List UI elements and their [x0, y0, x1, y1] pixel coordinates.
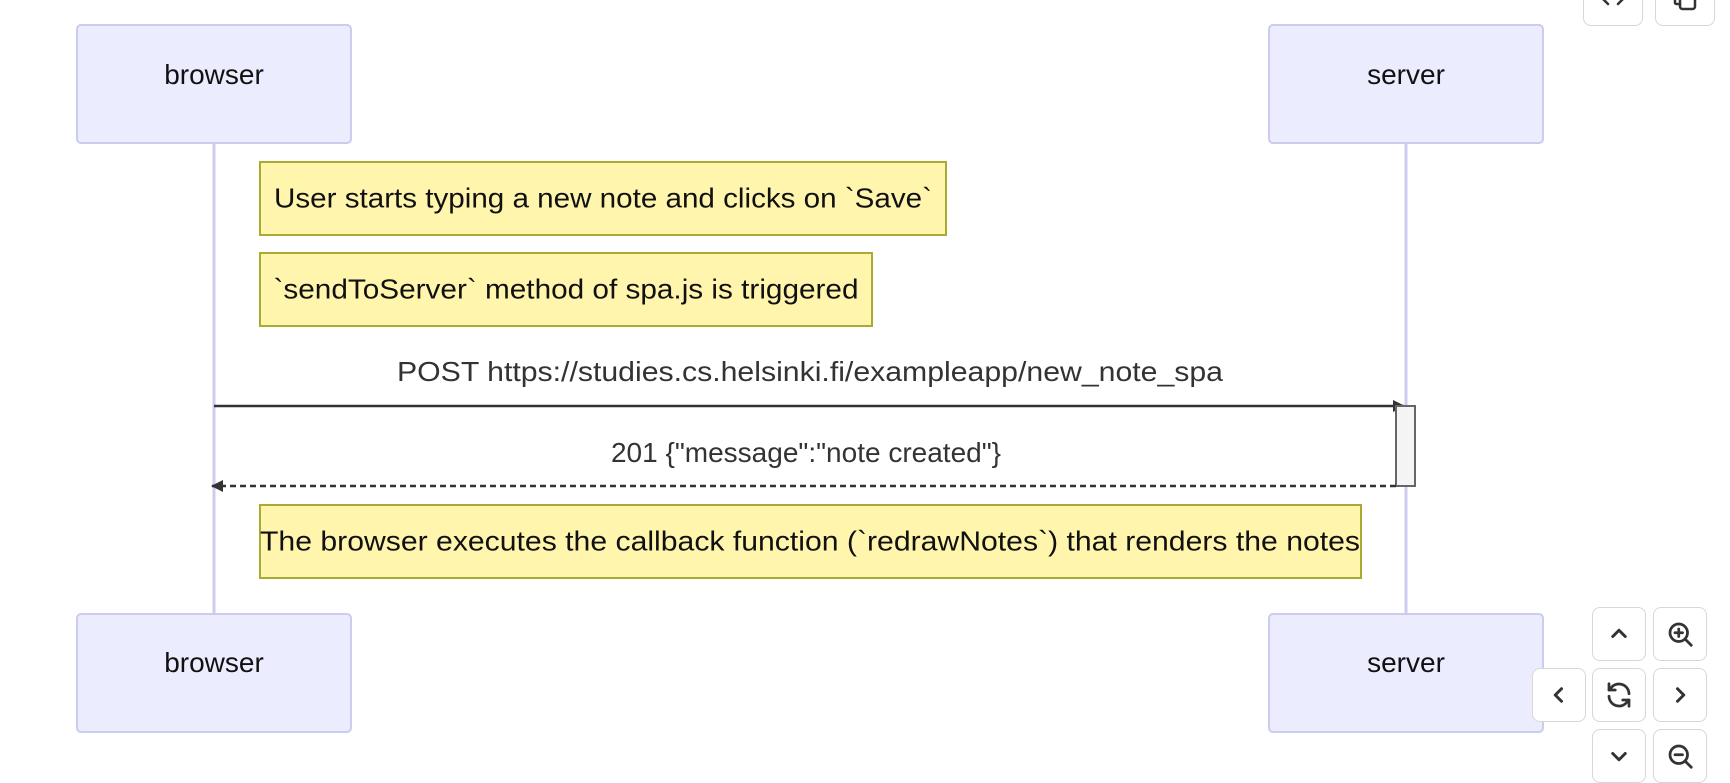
code-view-button[interactable]	[1583, 0, 1643, 26]
sequence-diagram: browser server User starts typing a new …	[76, 24, 1544, 733]
note-callback: The browser executes the callback functi…	[259, 504, 1362, 579]
code-icon	[1602, 0, 1624, 6]
zoom-in-button[interactable]	[1653, 607, 1707, 661]
pan-up-button[interactable]	[1592, 607, 1646, 661]
chevron-right-icon	[1676, 687, 1686, 703]
refresh-icon	[1607, 682, 1631, 708]
actor-server-top: server	[1268, 24, 1544, 144]
chevron-up-icon	[1611, 628, 1627, 638]
actor-browser-bottom: browser	[76, 613, 352, 733]
actor-label: browser	[164, 59, 264, 90]
actor-browser-top: browser	[76, 24, 352, 144]
copy-icon	[1673, 0, 1697, 11]
server-activation	[1395, 405, 1416, 487]
zoom-out-icon	[1668, 744, 1693, 769]
chevron-down-icon	[1611, 752, 1627, 762]
actor-label: browser	[164, 647, 264, 678]
chevron-left-icon	[1553, 687, 1563, 703]
actor-label: server	[1367, 59, 1445, 90]
pan-left-button[interactable]	[1532, 668, 1586, 722]
note-text: User starts typing a new note and clicks…	[274, 182, 932, 213]
message-post-label: POST https://studies.cs.helsinki.fi/exam…	[397, 356, 1223, 387]
pan-down-button[interactable]	[1592, 729, 1646, 783]
note-save: User starts typing a new note and clicks…	[259, 161, 947, 236]
note-text: The browser executes the callback functi…	[260, 525, 1360, 556]
message-response-label: 201 {"message":"note created"}	[611, 437, 1001, 468]
zoom-out-button[interactable]	[1653, 729, 1707, 783]
copy-button[interactable]	[1655, 0, 1715, 26]
actor-label: server	[1367, 647, 1445, 678]
note-send-to-server: `sendToServer` method of spa.js is trigg…	[259, 252, 873, 327]
actor-server-bottom: server	[1268, 613, 1544, 733]
zoom-in-icon	[1668, 622, 1693, 647]
note-text: `sendToServer` method of spa.js is trigg…	[274, 273, 859, 304]
pan-right-button[interactable]	[1653, 668, 1707, 722]
reset-view-button[interactable]	[1592, 668, 1646, 722]
